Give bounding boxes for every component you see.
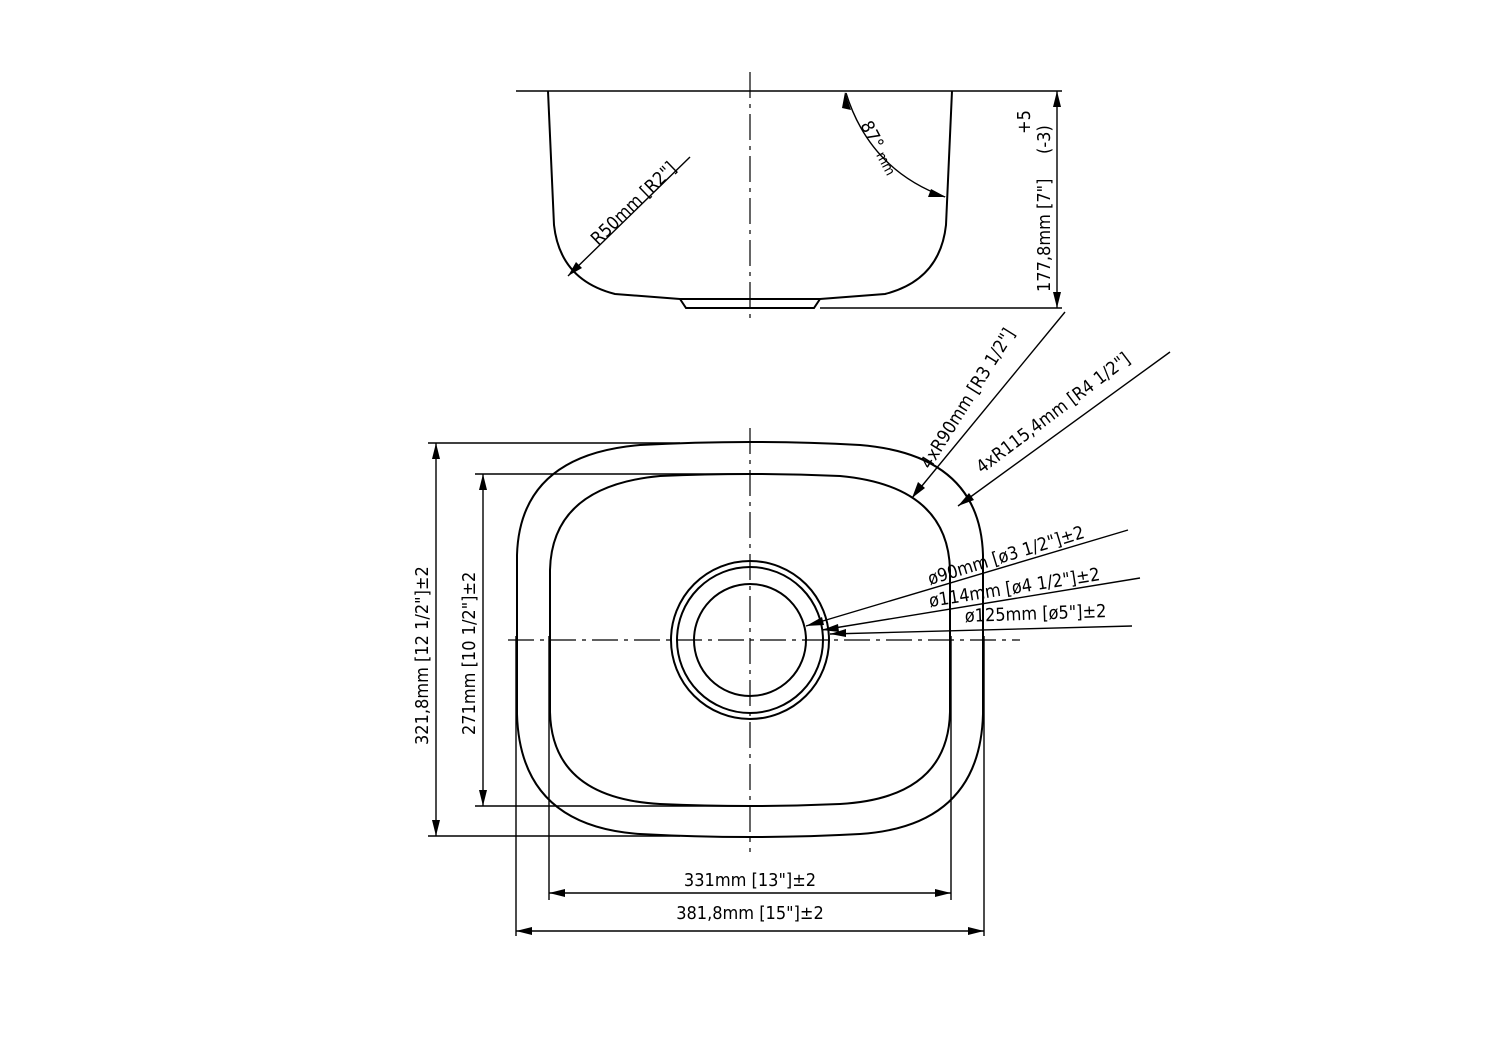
drain-outer-circle <box>670 560 830 720</box>
drain-middle-circle <box>676 566 824 714</box>
sink-outer-outline <box>516 441 984 838</box>
outer-width-label: 381,8mm [15"]±2 <box>676 903 824 924</box>
outer-height-label: 321,8mm [12 1/2"]±2 <box>412 566 433 745</box>
drain-d1-arrowhead <box>806 617 824 626</box>
top-view: 4xR90mm [R3 1/2"] 4xR115,4mm [R4 1/2"] ø… <box>412 311 1171 936</box>
inner-height-arrow-top <box>479 474 487 490</box>
depth-tolerance: (-3) <box>1034 125 1055 154</box>
radius-label: R50mm [R2"] <box>587 158 681 250</box>
angle-unit: mm <box>872 149 898 178</box>
side-view: R50mm [R2"] 87° mm 177,8mm [7"] (-3) +5 <box>516 72 1062 318</box>
drain-d3-arrowhead <box>830 629 846 637</box>
drain-d3-leader <box>829 625 1133 635</box>
outer-radius-arrowhead <box>958 493 974 506</box>
drain-d2-leader <box>821 577 1141 631</box>
outer-height-arrow-top <box>432 443 440 459</box>
radius-leader <box>567 156 691 277</box>
drain-d2-arrowhead <box>822 624 839 632</box>
outer-width-arrow-right <box>968 927 984 935</box>
outer-width-arrow-left <box>516 927 532 935</box>
depth-arrow-top <box>1053 91 1061 107</box>
inner-width-arrow-left <box>549 889 565 897</box>
drain-d3-label: ø125mm [ø5"]±2 <box>964 601 1106 627</box>
depth-arrow-bottom <box>1053 292 1061 308</box>
angle-label: 87° mm <box>856 117 902 178</box>
radius-arrowhead <box>568 262 582 276</box>
inner-width-label: 331mm [13"]±2 <box>684 870 816 891</box>
inner-width-arrow-right <box>935 889 951 897</box>
inner-radius-leader <box>911 311 1066 499</box>
angle-arc <box>845 92 946 198</box>
depth-label: 177,8mm [7"] <box>1034 179 1055 292</box>
angle-value: 87° <box>856 117 888 152</box>
depth-tolerance-plus: +5 <box>1014 110 1035 134</box>
sink-inner-outline <box>549 473 951 807</box>
drain-d1-leader <box>805 529 1129 627</box>
drain-inner-circle <box>693 583 807 697</box>
angle-arrowhead-top <box>842 92 851 110</box>
outer-radius-leader <box>957 351 1171 507</box>
inner-radius-arrowhead <box>912 482 925 498</box>
inner-height-arrow-bottom <box>479 790 487 806</box>
inner-height-label: 271mm [10 1/2"]±2 <box>459 572 480 735</box>
angle-arrowhead-bottom <box>928 189 946 197</box>
outer-height-arrow-bottom <box>432 820 440 836</box>
